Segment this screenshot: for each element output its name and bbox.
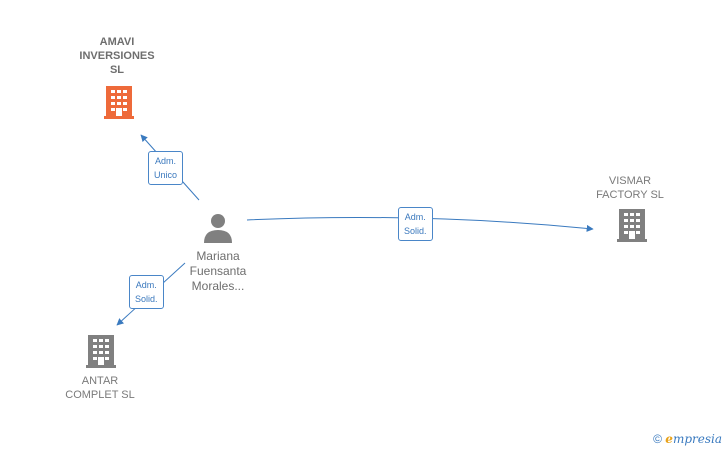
brand-name: mpresia — [672, 432, 722, 446]
copyright-symbol: © — [653, 432, 662, 446]
brand-logo-e: e — [665, 432, 673, 446]
node-label-amavi[interactable]: AMAVI INVERSIONES SL — [79, 36, 155, 76]
node-label-person[interactable]: Mariana Fuensanta Morales... — [189, 249, 247, 293]
relation-label-amavi[interactable]: Adm. Unico — [148, 151, 184, 185]
footer-brand: © empresia — [653, 432, 722, 446]
relation-label-vismar[interactable]: Adm. Solid. — [398, 207, 433, 241]
building-icon[interactable] — [104, 86, 134, 119]
node-label-vismar[interactable]: VISMAR FACTORY SL — [596, 175, 664, 201]
node-label-antar[interactable]: ANTAR COMPLET SL — [65, 375, 135, 401]
relation-label-antar[interactable]: Adm. Solid. — [129, 275, 164, 309]
person-icon[interactable] — [204, 214, 232, 243]
building-icon[interactable] — [617, 209, 647, 242]
building-icon[interactable] — [86, 335, 116, 368]
